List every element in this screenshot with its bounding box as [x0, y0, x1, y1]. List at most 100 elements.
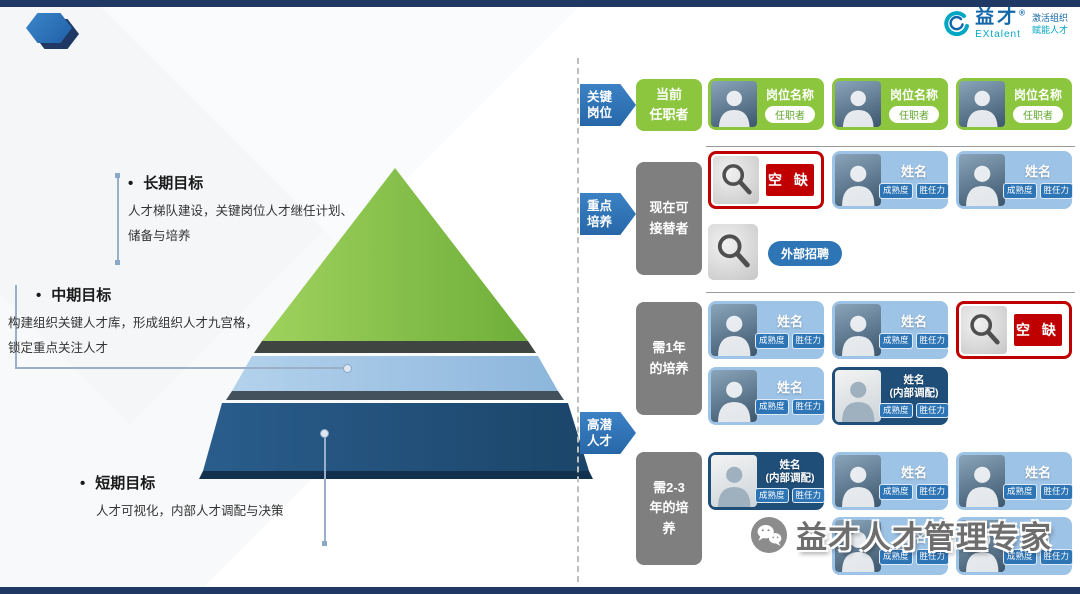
box-label-line: 任职者: [649, 107, 689, 122]
stage-arrow-key-positions: 关键 岗位: [580, 84, 636, 126]
candidate-name: 姓名: [776, 314, 803, 330]
candidate-name: 姓名: [1024, 164, 1051, 180]
position-name-label: 岗位名称: [889, 87, 938, 102]
candidate-name-line: (内部调配): [765, 471, 815, 484]
goal-title: •中期目标: [36, 284, 258, 305]
person-photo: [835, 154, 881, 206]
magnifier-icon: [961, 306, 1007, 354]
pyramid-top-long-term: [262, 168, 528, 341]
vacancy-card: 空 缺: [956, 301, 1072, 359]
ready-1-year-row-1: 姓名成熟度胜任力姓名成熟度胜任力空 缺: [708, 301, 1078, 359]
connector-marker: [115, 173, 120, 178]
candidate-name: 姓名: [900, 314, 927, 330]
goal-short-term: •短期目标 人才可视化，内部人才调配与决策: [80, 472, 284, 524]
goal-title: •长期目标: [128, 172, 353, 193]
competency-tag: 胜任力: [1039, 484, 1074, 500]
arrow-label-line: 人才: [587, 434, 613, 448]
box-label-line: 年的培: [649, 500, 689, 516]
talent-pyramid: [199, 168, 593, 479]
maturity-tag: 成熟度: [1002, 484, 1037, 500]
person-photo: [959, 520, 1005, 572]
bottom-border-bar: [0, 587, 1080, 594]
vacancy-card: 空 缺: [708, 151, 824, 209]
box-label-line: 当前: [655, 86, 682, 102]
candidate-name: 姓名(内部调配): [766, 459, 815, 485]
competency-tag: 胜任力: [1039, 549, 1074, 565]
candidate-name: 姓名(内部调配): [890, 374, 939, 400]
assessment-tags: 成熟度胜任力: [1002, 183, 1074, 199]
ready-1-year-row-2: 姓名成熟度胜任力姓名(内部调配)成熟度胜任力: [708, 367, 1078, 425]
candidate-card: 姓名成熟度胜任力: [832, 301, 950, 359]
goal-body-line: 人才梯队建设，关键岗位人才继任计划、: [128, 204, 354, 218]
person-photo: [959, 81, 1005, 127]
assessment-tags: 成熟度胜任力: [754, 487, 826, 504]
registered-mark: ®: [1019, 8, 1025, 18]
maturity-tag: 成熟度: [1002, 183, 1037, 199]
stage-box-ready-1-year: 需1年 的培养: [636, 302, 702, 415]
box-label-line: 的培养: [649, 360, 689, 376]
person-photo: [835, 81, 881, 127]
candidate-card: 姓名成熟度胜任力: [832, 151, 950, 209]
external-recruiting-pill: 外部招聘: [768, 240, 843, 266]
logo-brand: 益才®: [975, 8, 1025, 27]
ready-now-row-1: 空 缺姓名成熟度胜任力姓名成熟度胜任力: [708, 151, 1078, 209]
assessment-tags: 成熟度胜任力: [878, 333, 950, 349]
assessment-tags: 成熟度胜任力: [878, 549, 950, 565]
box-label-line: 养: [662, 520, 676, 536]
position-incumbent-card: 岗位名称任职者: [708, 78, 824, 130]
vacancy-label: 空 缺: [1014, 314, 1062, 346]
logo-text: 益才® EXtalent: [975, 8, 1025, 40]
arrow-label-line: 培养: [587, 215, 613, 229]
arrow-label-line: 高潜: [587, 417, 613, 432]
ready-2-3-years-row-2: 姓名成熟度胜任力姓名成熟度胜任力: [708, 517, 1078, 575]
candidate-name: 姓名: [776, 380, 803, 396]
person-photo: [959, 455, 1005, 507]
maturity-tag: 成熟度: [878, 183, 913, 199]
maturity-tag: 成熟度: [754, 487, 789, 504]
box-label-line: 接替者: [649, 220, 689, 236]
goal-long-term: •长期目标 人才梯队建设，关键岗位人才继任计划、 储备与培养: [128, 172, 353, 249]
person-photo: [959, 154, 1005, 206]
external-recruiting: 外部招聘: [708, 224, 843, 282]
magnifier-icon: [708, 224, 758, 280]
incumbent-badge: 任职者: [1013, 105, 1063, 123]
row-divider: [706, 146, 1075, 147]
incumbents-row: 岗位名称任职者岗位名称任职者岗位名称任职者: [708, 78, 1078, 130]
maturity-tag: 成熟度: [754, 399, 789, 415]
logo-tagline-2: 赋能人才: [1031, 24, 1068, 35]
box-label-line: 现在可: [649, 200, 689, 216]
competency-tag: 胜任力: [791, 399, 826, 415]
pyramid-bottom-short-term: [203, 403, 589, 471]
assessment-tags: 成熟度胜任力: [1002, 484, 1074, 500]
logo-taglines: 激活组织 赋能人才: [1031, 12, 1068, 35]
goal-body: 构建组织关键人才库，形成组织人才九宫格， 锁定重点关注人才: [8, 311, 258, 361]
candidate-card: 姓名成熟度胜任力: [956, 452, 1074, 510]
person-photo: [711, 304, 757, 356]
connector-dot: [343, 364, 352, 373]
pyramid-edge: [199, 471, 593, 479]
top-border-bar: [0, 0, 1080, 7]
watermark: 益才人才管理专家: [750, 512, 1052, 557]
connector-marker: [115, 260, 120, 265]
arrow-label-line: 重点: [587, 198, 613, 213]
magnifier-icon: [713, 156, 759, 204]
connector-line: [117, 176, 119, 262]
candidate-card: 姓名成熟度胜任力: [956, 517, 1074, 575]
person-photo: [711, 370, 757, 422]
goal-body-line: 构建组织关键人才库，形成组织人才九宫格，: [8, 316, 259, 330]
row-divider: [706, 292, 1075, 293]
candidate-name: 姓名: [1024, 530, 1051, 546]
candidate-name: 姓名: [1024, 465, 1051, 481]
position-incumbent-card: 岗位名称任职者: [956, 78, 1072, 130]
candidate-name-line: 姓名: [903, 373, 925, 386]
logo-tagline-1: 激活组织: [1031, 12, 1068, 23]
goal-title: •短期目标: [80, 472, 284, 493]
candidate-card: 姓名成熟度胜任力: [832, 517, 950, 575]
connector-line: [15, 367, 345, 369]
logo-subtitle: EXtalent: [975, 29, 1021, 40]
goal-title-text: 长期目标: [143, 175, 204, 192]
person-photo: [835, 520, 881, 572]
arrow-label-line: 关键: [587, 89, 613, 104]
stage-box-current-incumbent: 当前 任职者: [636, 79, 702, 131]
assessment-tags: 成熟度胜任力: [878, 484, 950, 500]
